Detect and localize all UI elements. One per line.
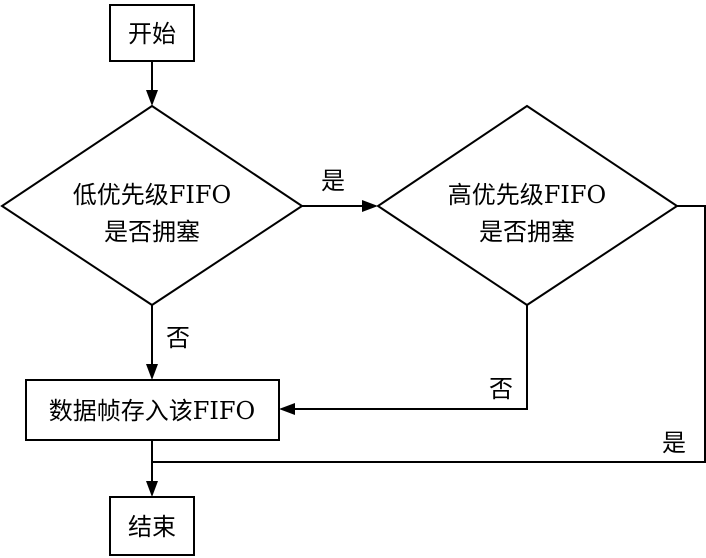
edge-label-low-yes: 是 [321, 167, 345, 195]
arrowhead-start-to-low [146, 90, 158, 106]
end-node [109, 496, 195, 556]
connector-high-yes-to-end [152, 205, 706, 463]
decision-low-priority-line1: 低优先级FIFO [73, 181, 231, 209]
edge-label-high-yes: 是 [662, 429, 686, 457]
edge-label-high-no: 否 [489, 375, 513, 403]
connector-high-no-to-store [292, 305, 528, 410]
edge-label-low-no: 否 [166, 324, 190, 352]
arrowhead-low-no-to-store [146, 364, 158, 380]
arrowhead-high-no-to-store [279, 403, 295, 415]
end-node-label: 结束 [128, 513, 176, 541]
start-node-label: 开始 [128, 20, 176, 48]
decision-low-priority-line2: 是否拥塞 [104, 218, 200, 246]
arrowhead-store-to-end [146, 481, 158, 497]
store-node [25, 379, 280, 441]
start-node [109, 4, 195, 62]
store-node-label: 数据帧存入该FIFO [49, 397, 255, 425]
decision-high-priority-line2: 是否拥塞 [479, 218, 575, 246]
decision-high-priority-line1: 高优先级FIFO [448, 181, 606, 209]
arrowhead-low-yes-to-high [362, 200, 378, 212]
